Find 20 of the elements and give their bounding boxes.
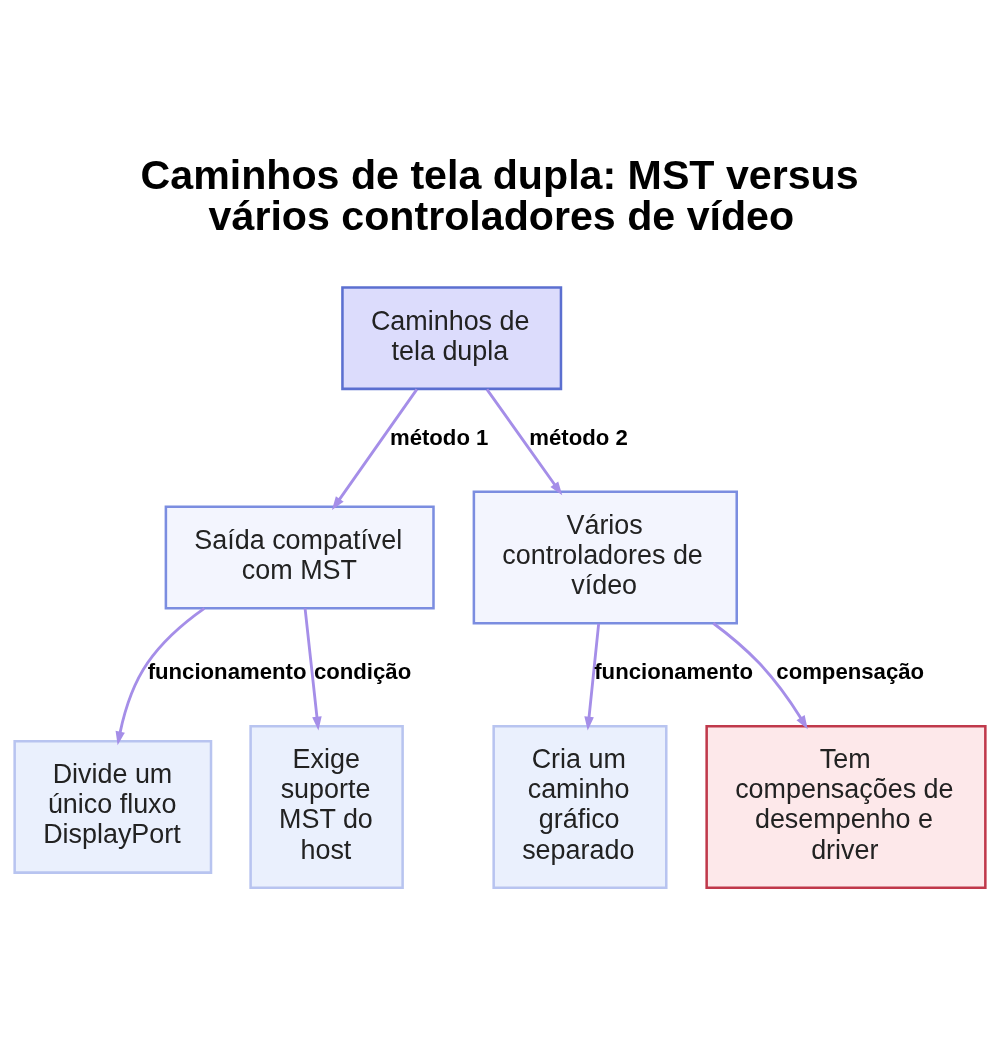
node-box: Exige suporte MST do host bbox=[249, 724, 404, 889]
edge-label: método 1 bbox=[389, 424, 489, 450]
node-box: Vários controladores de vídeo bbox=[472, 490, 738, 625]
node-box: Divide um único fluxo DisplayPort bbox=[13, 739, 213, 874]
arrow bbox=[485, 388, 563, 496]
edge-label: método 2 bbox=[529, 424, 628, 450]
node-box: Saída compatível com MST bbox=[164, 505, 435, 610]
arrow bbox=[303, 608, 322, 731]
arrow bbox=[584, 623, 601, 731]
arrow bbox=[712, 622, 808, 730]
node-box: Tem compensações de desempenho e driver bbox=[705, 724, 987, 889]
arrow bbox=[115, 607, 206, 746]
arrow bbox=[331, 388, 418, 511]
edge-label: funcionamento bbox=[594, 658, 754, 684]
edge-label: condição bbox=[313, 658, 412, 684]
node-box: Caminhos de tela dupla bbox=[341, 286, 563, 391]
node-box: Cria um caminho gráfico separado bbox=[492, 724, 668, 889]
edge-label: compensação bbox=[776, 658, 925, 684]
edge-label: funcionamento bbox=[147, 658, 307, 684]
diagram-title: Caminhos de tela dupla: MST versus vários controladores de vídeo bbox=[140, 152, 859, 240]
